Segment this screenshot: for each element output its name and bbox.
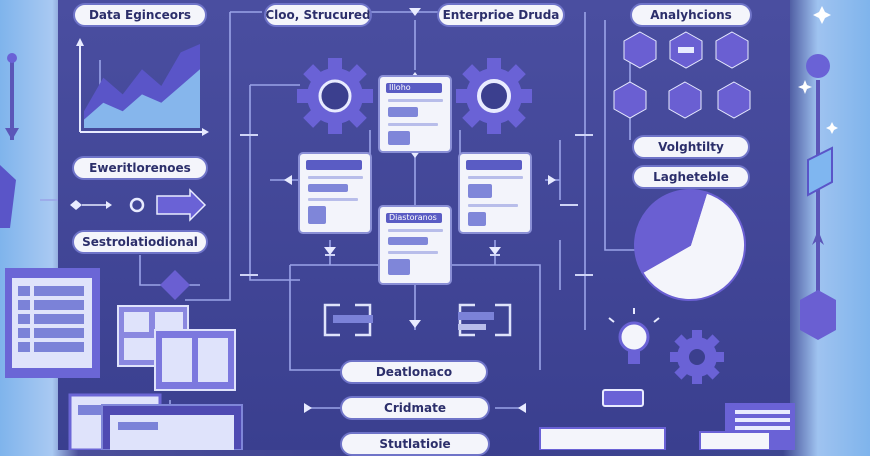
hex-highlight — [678, 47, 694, 53]
card-bottom: Diastoranos — [378, 205, 452, 285]
pie-slice-2 — [634, 189, 708, 274]
card-right — [458, 152, 532, 234]
label-data-engineers: Data Eginceors — [73, 3, 207, 27]
label-environments: Eweritlorenoes — [72, 156, 208, 180]
purple-diamond-icon — [160, 270, 190, 300]
chart-arrow-y — [76, 38, 84, 46]
label-analytics: Analyhcions — [630, 3, 752, 27]
label-deatlonaco: Deatlonaco — [340, 360, 488, 384]
gear-icon-right — [456, 58, 532, 134]
arrow-down-top — [409, 8, 421, 16]
label-cridmate: Cridmate — [340, 396, 490, 420]
arrow-left-mid — [284, 175, 292, 185]
big-arrow-right-icon — [156, 188, 207, 222]
left-flow-row — [70, 188, 207, 222]
pie-chart — [634, 189, 746, 301]
left-edge-decoration — [0, 53, 19, 228]
right-edge-decoration — [798, 6, 838, 340]
hex-node-5 — [668, 81, 702, 119]
card-right-header — [466, 160, 522, 170]
label-lagheteble: Lagheteble — [632, 165, 750, 189]
label-cloud-structured: Cloo, Strucured — [264, 3, 372, 27]
hex-node-6 — [717, 81, 751, 119]
arrow-right-bottom — [304, 403, 312, 413]
arrow-down-right — [489, 247, 501, 255]
left-window-stack — [5, 268, 243, 450]
pie-slice-1 — [640, 191, 746, 301]
hex-node-3 — [715, 31, 749, 69]
label-enterprise-data: Enterprioe Druda — [437, 3, 565, 27]
bottom-right-screens — [539, 403, 795, 450]
arrow-left-bottom — [518, 403, 526, 413]
card-top-header: Illoho — [386, 83, 442, 93]
gear-icon-left — [297, 58, 373, 134]
battery-icon — [602, 389, 644, 407]
small-diamond-icon — [70, 200, 82, 210]
arrow-down-low — [409, 320, 421, 328]
hex-node-4 — [613, 81, 647, 119]
card-top: Illoho — [378, 75, 452, 153]
chart-arrow-x — [202, 128, 209, 136]
arrow-right-mid — [548, 175, 556, 185]
area-chart — [76, 38, 209, 136]
arrow-down-left — [324, 247, 336, 255]
card-left-header — [306, 160, 362, 170]
area-series-2 — [84, 69, 200, 128]
card-bottom-header: Diastoranos — [386, 213, 442, 223]
label-stutlatioie: Stutlatioie — [340, 432, 490, 456]
label-volatility: Volghtilty — [632, 135, 750, 159]
lightbulb-icon — [608, 308, 660, 364]
node-circle-icon — [129, 197, 145, 213]
bracket-icons — [323, 303, 512, 337]
card-left — [298, 152, 372, 234]
label-sestrolational: Sestrolatiodional — [72, 230, 208, 254]
hexagon-grid — [613, 31, 751, 119]
gear-icon-small — [670, 330, 724, 384]
hex-node-1 — [623, 31, 657, 69]
